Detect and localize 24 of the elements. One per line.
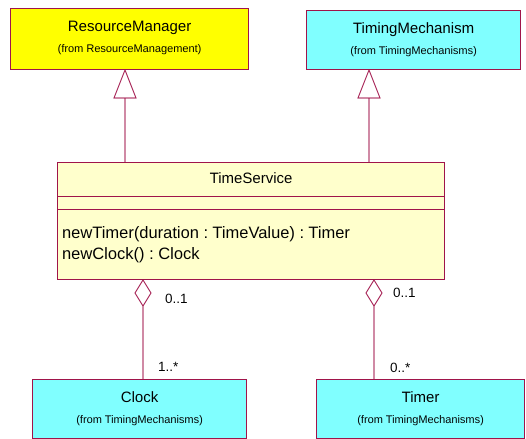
class-box bbox=[57, 162, 445, 280]
package-note: (from TimingMechanisms) bbox=[349, 45, 478, 57]
generalization-arrow bbox=[358, 70, 380, 162]
generalization-arrow bbox=[114, 70, 136, 162]
aggregation-line bbox=[366, 280, 382, 380]
aggregation-line bbox=[134, 280, 152, 380]
class-reference-box bbox=[10, 8, 249, 70]
class-name: Clock bbox=[120, 389, 160, 406]
multiplicity-label: 0..1 bbox=[165, 291, 188, 306]
multiplicity-label: 0..* bbox=[390, 360, 410, 375]
package-note: (from ResourceManagement) bbox=[56, 43, 202, 55]
multiplicity-label: 1..* bbox=[158, 359, 178, 374]
class-reference-box bbox=[32, 379, 247, 439]
class-name: TimingMechanism bbox=[352, 20, 476, 37]
class-name: TimeService bbox=[208, 170, 294, 187]
operation: newTimer(duration : TimeValue) : Timer bbox=[62, 223, 350, 244]
package-note: (from TimingMechanisms) bbox=[356, 414, 485, 426]
multiplicity-label: 0..1 bbox=[393, 285, 416, 300]
class-reference-box bbox=[316, 379, 525, 439]
class-reference-box bbox=[306, 10, 521, 70]
class-name: ResourceManager bbox=[66, 18, 192, 35]
operation: newClock() : Clock bbox=[62, 244, 200, 265]
package-note: (from TimingMechanisms) bbox=[75, 414, 204, 426]
class-name: Timer bbox=[400, 389, 440, 406]
